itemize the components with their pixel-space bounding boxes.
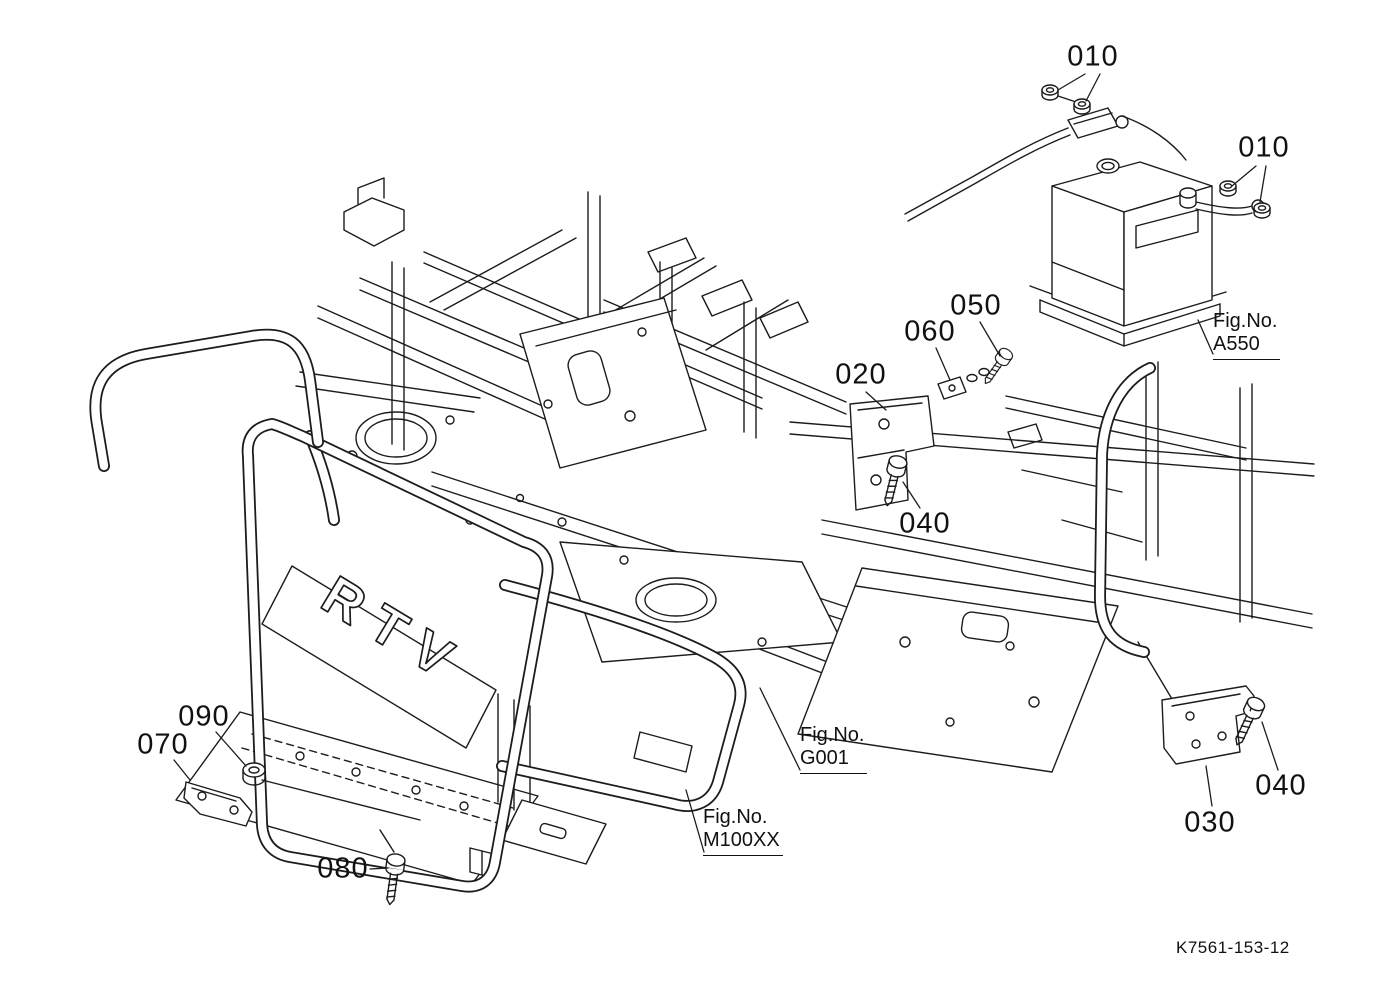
callout-010-terminal-nuts: 010	[1238, 131, 1290, 164]
fig-ref-m100xx-prefix: Fig.No.	[703, 806, 768, 828]
screw-080	[379, 829, 407, 907]
callout-070-bracket: 070	[137, 728, 189, 761]
leader-lines	[173, 73, 1279, 870]
callout-040-bolt-upper: 040	[899, 507, 951, 540]
bracket-070	[183, 781, 253, 827]
callout-090-nut: 090	[178, 700, 230, 733]
callout-030-bracket: 030	[1184, 806, 1236, 839]
callout-060-clamp: 060	[904, 315, 956, 348]
nut-090	[242, 762, 421, 821]
clamp-060	[937, 367, 990, 400]
chassis-frame	[295, 177, 1315, 773]
fig-ref-a550: Fig.No. A550	[1213, 310, 1281, 360]
brush-guard	[89, 328, 747, 893]
battery-cables	[904, 84, 1271, 222]
callout-040-bolt-lower: 040	[1255, 769, 1307, 802]
bracket-020	[849, 395, 935, 511]
drawing-number: K7561-153-12	[1176, 938, 1290, 957]
fig-ref-a550-prefix: Fig.No.	[1213, 310, 1278, 332]
callout-020-bracket: 020	[835, 358, 887, 391]
fig-ref-m100xx-code: M100XX	[703, 829, 780, 851]
fig-ref-m100xx: Fig.No. M100XX	[703, 806, 783, 856]
callout-050-screw: 050	[950, 289, 1002, 322]
fig-ref-g001-code: G001	[800, 747, 849, 769]
fig-ref-a550-code: A550	[1213, 333, 1260, 355]
battery-assembly	[1029, 158, 1227, 347]
callout-010-battery-cable-washers: 010	[1067, 40, 1119, 73]
cargo-guard-tube	[1094, 362, 1156, 658]
callout-080-bolt: 080	[317, 852, 369, 885]
bracket-030	[1161, 685, 1255, 765]
fig-ref-g001-prefix: Fig.No.	[800, 724, 865, 746]
fig-ref-g001: Fig.No. G001	[800, 724, 868, 774]
